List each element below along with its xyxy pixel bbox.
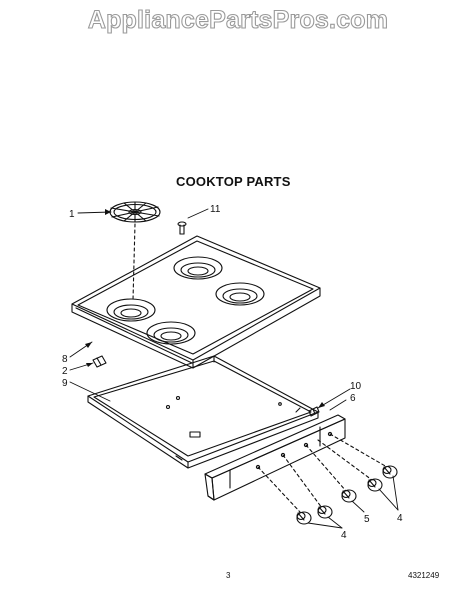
- burner-box: [87, 355, 319, 469]
- burner-well: [173, 256, 223, 280]
- leader-arrowheads: [85, 209, 325, 408]
- control-panel: [204, 414, 346, 501]
- control-knob: [296, 511, 312, 525]
- leader-lines: [69, 208, 399, 529]
- callout-8: 8: [62, 354, 68, 365]
- callout-11: 11: [210, 204, 221, 215]
- control-knob: [382, 465, 398, 479]
- cooktop-panel: [71, 235, 321, 369]
- diagram-title: COOKTOP PARTS: [176, 174, 291, 189]
- burner-well: [146, 321, 196, 345]
- burner-grate: [109, 201, 161, 223]
- alignment-line: [132, 223, 136, 301]
- screw: [177, 221, 187, 235]
- watermark-logo: AppliancePartsPros.com: [87, 5, 389, 34]
- callout-2: 2: [62, 366, 68, 377]
- callout-6: 6: [350, 393, 356, 404]
- burner-well: [215, 282, 265, 306]
- callout-9: 9: [62, 378, 68, 389]
- knob-alignment-lines: [257, 433, 388, 513]
- burner-well: [106, 298, 156, 322]
- callout-1: 1: [69, 209, 75, 220]
- callout-5: 5: [364, 514, 370, 525]
- callout-10: 10: [350, 381, 362, 392]
- control-knob: [317, 505, 333, 519]
- clip: [92, 355, 107, 368]
- diagram-id: 4321249: [408, 571, 440, 580]
- control-knob: [367, 478, 383, 492]
- control-knob: [341, 489, 357, 503]
- valve-stem: [308, 406, 320, 417]
- callout-4-upper: 4: [397, 513, 403, 524]
- callout-4-lower: 4: [341, 530, 347, 541]
- page-number: 3: [226, 571, 231, 580]
